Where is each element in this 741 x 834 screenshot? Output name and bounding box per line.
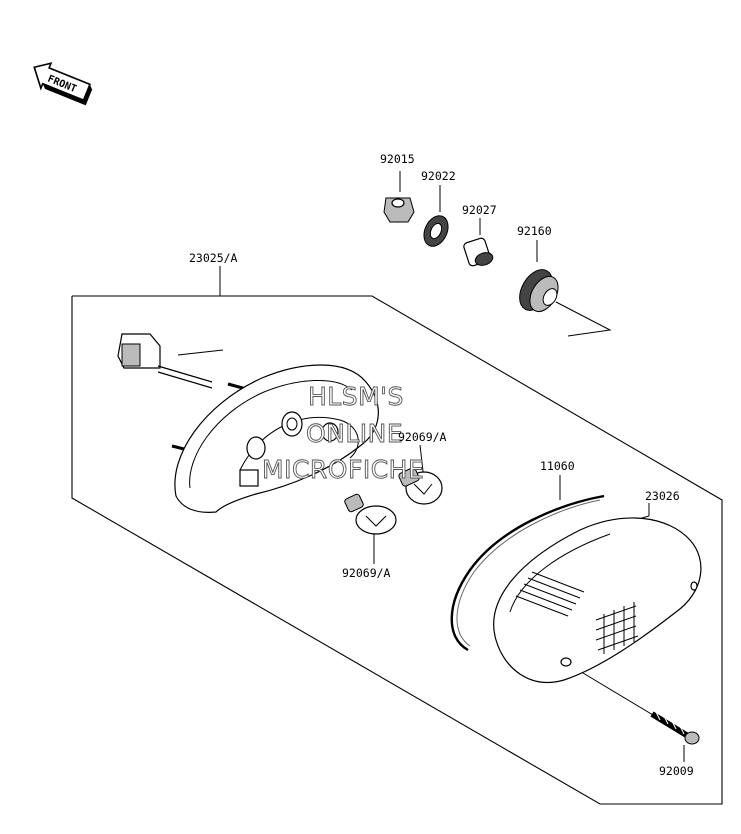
part-bulb-upper-92069-a bbox=[398, 467, 443, 505]
part-screw-92009 bbox=[650, 711, 700, 745]
watermark-line-3: MICROFICHE bbox=[262, 455, 424, 484]
part-nut-92015 bbox=[383, 197, 415, 223]
part-labels: 92015 92022 92027 92160 23025/A 92069/A … bbox=[189, 152, 694, 778]
part-lens-23026 bbox=[493, 517, 702, 683]
part-label-92069-a-upper: 92069/A bbox=[398, 430, 447, 444]
part-lamp-housing-23025-a bbox=[117, 333, 379, 513]
part-gasket-11060 bbox=[450, 494, 605, 652]
watermark-line-2: ONLINE bbox=[306, 419, 403, 448]
part-label-92027: 92027 bbox=[462, 203, 497, 217]
watermark: HLSM'S ONLINE MICROFICHE bbox=[262, 382, 425, 485]
part-label-92069-a-lower: 92069/A bbox=[342, 566, 391, 580]
part-label-92022: 92022 bbox=[421, 169, 456, 183]
part-washer-92022 bbox=[423, 215, 449, 247]
part-label-23026: 23026 bbox=[645, 489, 680, 503]
front-arrow-icon: FRONT bbox=[33, 62, 93, 106]
assembly-outline bbox=[71, 295, 723, 805]
part-label-92160: 92160 bbox=[517, 224, 552, 238]
part-collar-92027 bbox=[463, 237, 494, 267]
part-bulb-lower-92069-a bbox=[344, 493, 397, 535]
part-grommet-92160 bbox=[519, 269, 559, 313]
part-label-92009: 92009 bbox=[659, 764, 694, 778]
part-label-11060: 11060 bbox=[540, 459, 575, 473]
part-label-92015: 92015 bbox=[380, 152, 415, 166]
watermark-line-1: HLSM'S bbox=[308, 382, 404, 411]
part-label-23025-a: 23025/A bbox=[189, 251, 238, 265]
